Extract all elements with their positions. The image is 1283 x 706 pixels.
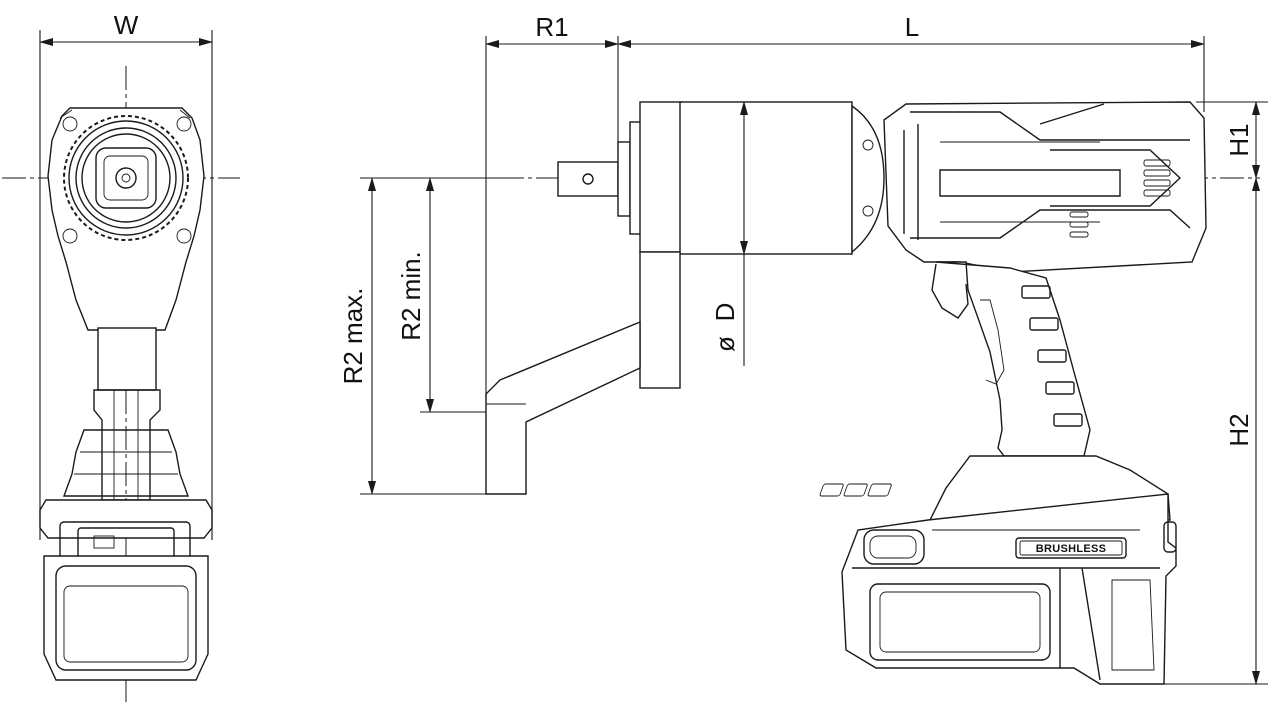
brushless-text: BRUSHLESS xyxy=(1036,543,1107,555)
length-label: L xyxy=(905,12,919,42)
r1-label: R1 xyxy=(535,12,568,42)
vent-slots xyxy=(1069,159,1171,238)
width-label: W xyxy=(114,10,139,40)
brushless-badge: BRUSHLESS xyxy=(1015,537,1127,559)
diameter-symbol: ø xyxy=(710,336,740,352)
side-view: BRUSHLESS xyxy=(360,36,1268,685)
r2-max-label: R2 max. xyxy=(338,288,368,385)
diameter-label: D xyxy=(710,303,740,322)
h2-label: H2 xyxy=(1224,413,1254,446)
h1-label: H1 xyxy=(1224,123,1254,156)
front-view xyxy=(2,30,240,706)
r2-min-label: R2 min. xyxy=(396,251,426,341)
